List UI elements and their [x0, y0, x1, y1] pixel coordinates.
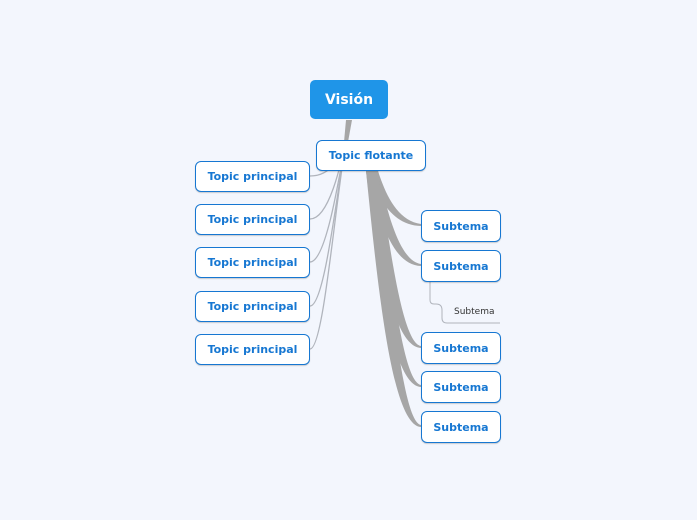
main-topic-2[interactable]: Topic principal	[195, 204, 310, 235]
floating-topic[interactable]: Topic flotante	[316, 140, 426, 171]
subtopic-3[interactable]: Subtema	[421, 332, 501, 364]
subtopic-2[interactable]: Subtema	[421, 250, 501, 282]
main-topic-3[interactable]: Topic principal	[195, 247, 310, 278]
main-topic-4[interactable]: Topic principal	[195, 291, 310, 322]
connector-root-wedge	[344, 120, 352, 142]
root-topic[interactable]: Visión	[310, 80, 388, 119]
subtopic-1[interactable]: Subtema	[421, 210, 501, 242]
leaf-subtopic[interactable]: Subtema	[454, 307, 495, 317]
main-topic-1[interactable]: Topic principal	[195, 161, 310, 192]
subtopic-4[interactable]: Subtema	[421, 371, 501, 403]
main-topic-5[interactable]: Topic principal	[195, 334, 310, 365]
connector-leaf	[429, 282, 500, 324]
subtopic-5[interactable]: Subtema	[421, 411, 501, 443]
connector-subtopic-5	[366, 171, 421, 427]
